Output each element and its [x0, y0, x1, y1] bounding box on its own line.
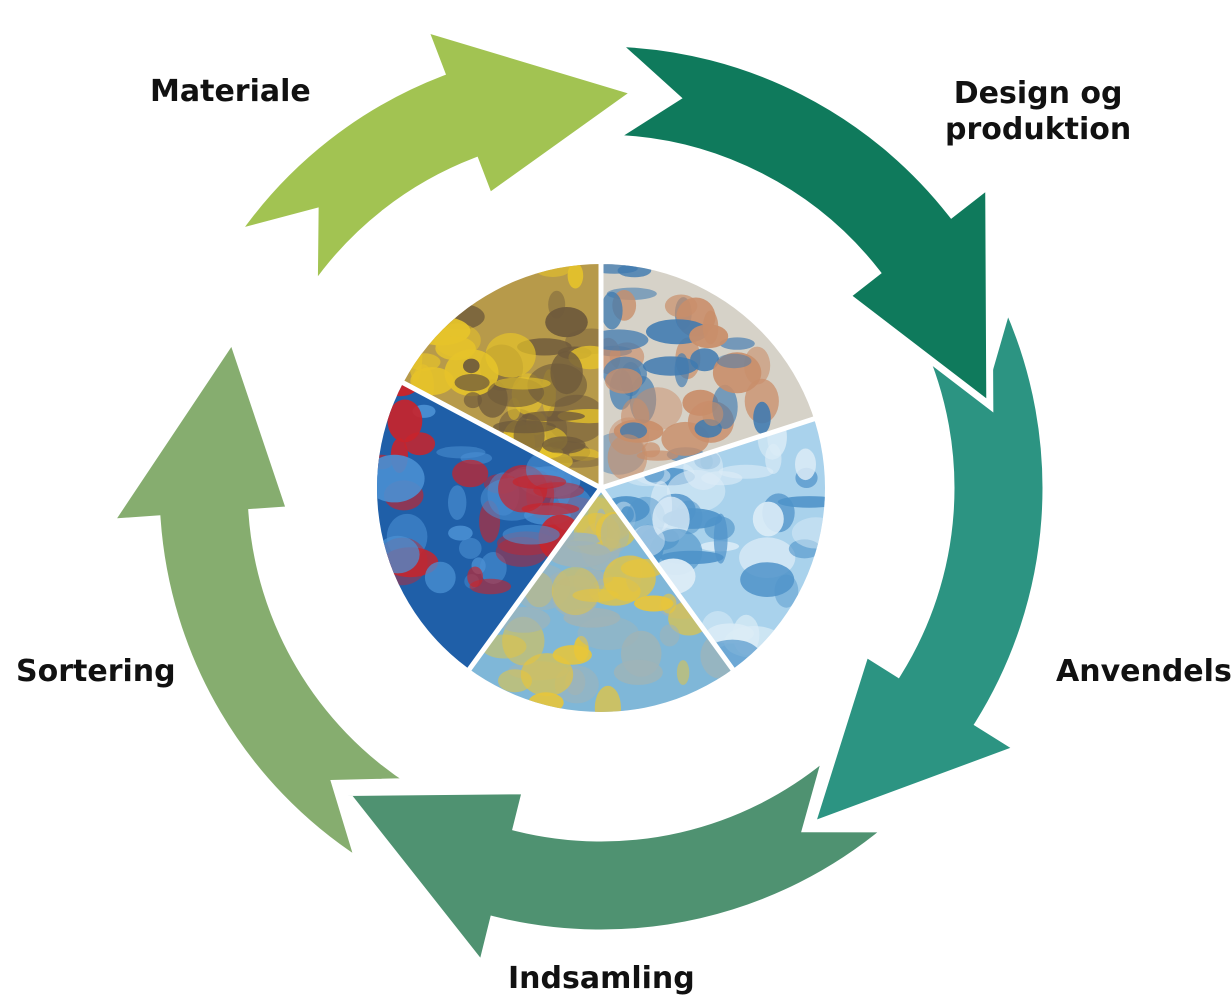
stage-label-indsamling: Indsamling — [508, 961, 695, 996]
photo-divider — [466, 486, 604, 673]
stage-label-materiale: Materiale — [150, 74, 311, 109]
sorted-blue-plastic-waste-photo — [377, 381, 601, 673]
arrow-indsamling — [338, 746, 897, 974]
photo-dividers — [400, 262, 817, 673]
arrow-materiale — [228, 23, 644, 299]
stage-label-design-og-produktion: Design og produktion — [945, 76, 1132, 147]
cycle-arrows — [103, 23, 1050, 974]
photo-divider — [598, 486, 736, 673]
plastic-bottles-production-photo — [601, 264, 818, 488]
waste-collection-bin-photo — [467, 488, 735, 712]
arrow-design-og-produktion — [601, 39, 994, 413]
stage-label-sortering: Sortering — [16, 654, 176, 689]
arrow-anvendelse — [806, 296, 1050, 831]
photo-divider — [400, 379, 603, 491]
stage-label-anvendelse: Anvendelse — [1056, 654, 1231, 689]
photo-collage-pie — [377, 264, 825, 712]
arrow-sortering — [103, 331, 422, 870]
yellow-plastic-granules-photo — [399, 264, 601, 488]
photo-divider — [600, 415, 817, 491]
